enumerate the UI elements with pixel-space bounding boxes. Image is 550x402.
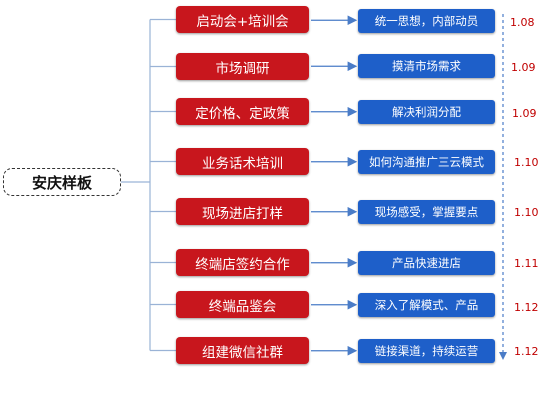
- goal-node-1: 统一思想，内部动员: [358, 9, 495, 33]
- step-label: 业务话术培训: [202, 155, 283, 172]
- goal-node-5: 现场感受，掌握要点: [358, 200, 495, 224]
- step-node-6: 终端店签约合作: [176, 249, 309, 276]
- step-label: 定价格、定政策: [195, 105, 290, 122]
- goal-label: 深入了解模式、产品: [374, 298, 479, 312]
- goal-label: 链接渠道，持续运营: [374, 344, 479, 358]
- root-node: 安庆样板: [3, 168, 121, 196]
- date-label-3: 1.09: [512, 107, 537, 120]
- step-node-8: 组建微信社群: [176, 337, 309, 364]
- date-label-6: 1.11: [514, 257, 539, 270]
- goal-label: 摸清市场需求: [392, 59, 461, 73]
- goal-label: 现场感受，掌握要点: [374, 205, 479, 219]
- step-node-2: 市场调研: [176, 53, 309, 80]
- date-label-4: 1.10: [514, 156, 539, 169]
- step-node-3: 定价格、定政策: [176, 98, 309, 125]
- timeline-arrowhead: [499, 352, 507, 360]
- step-label: 市场调研: [215, 60, 270, 77]
- step-node-4: 业务话术培训: [176, 148, 309, 175]
- goal-label: 解决利润分配: [392, 105, 461, 119]
- goal-label: 如何沟通推广三云模式: [369, 155, 484, 169]
- date-label-5: 1.10: [514, 206, 539, 219]
- goal-node-4: 如何沟通推广三云模式: [358, 150, 495, 174]
- goal-node-6: 产品快速进店: [358, 251, 495, 275]
- step-label: 组建微信社群: [202, 344, 283, 361]
- goal-node-7: 深入了解模式、产品: [358, 293, 495, 317]
- step-node-7: 终端品鉴会: [176, 291, 309, 318]
- date-label-7: 1.12: [514, 301, 539, 314]
- date-label-8: 1.12: [514, 345, 539, 358]
- goal-node-2: 摸清市场需求: [358, 54, 495, 78]
- goal-label: 产品快速进店: [392, 256, 461, 270]
- date-label-1: 1.08: [510, 16, 535, 29]
- step-label: 现场进店打样: [202, 205, 283, 222]
- goal-node-3: 解决利润分配: [358, 100, 495, 124]
- date-label-2: 1.09: [511, 61, 536, 74]
- goal-label: 统一思想，内部动员: [374, 14, 479, 28]
- goal-node-8: 链接渠道，持续运营: [358, 339, 495, 363]
- root-label: 安庆样板: [31, 173, 92, 192]
- step-node-5: 现场进店打样: [176, 198, 309, 225]
- step-label: 终端店签约合作: [195, 256, 290, 273]
- step-label: 终端品鉴会: [208, 298, 277, 315]
- step-label: 启动会+培训会: [196, 13, 289, 30]
- step-node-1: 启动会+培训会: [176, 6, 309, 33]
